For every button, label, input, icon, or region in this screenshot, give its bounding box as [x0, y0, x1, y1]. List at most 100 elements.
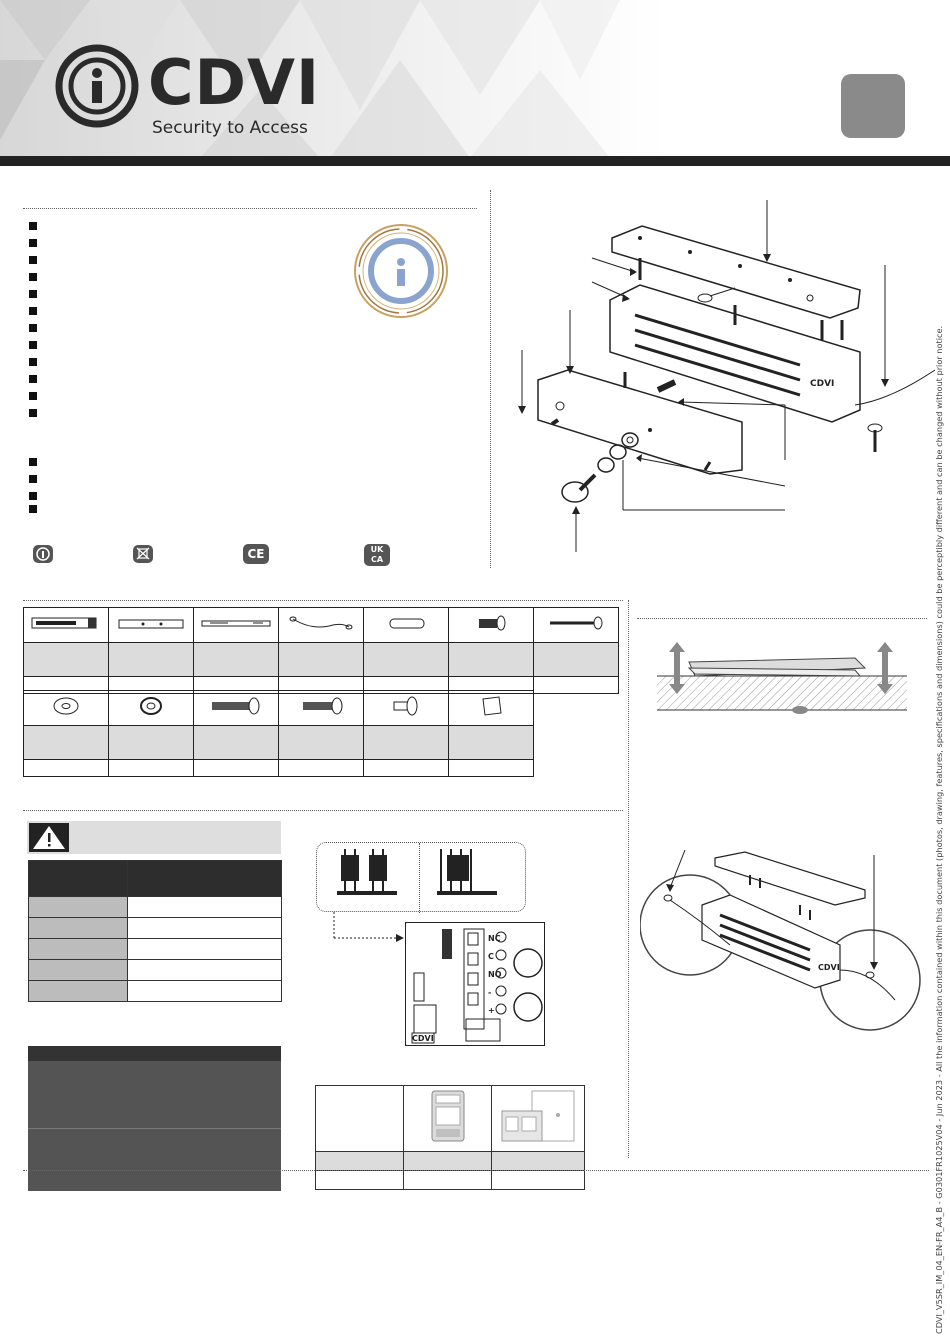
- part-qty-cell: [108, 759, 194, 777]
- psu-grey-cell: [403, 1151, 492, 1171]
- part-qty-cell: [448, 759, 534, 777]
- connector-arrow: [333, 912, 404, 942]
- flatness-diagram: [657, 642, 907, 714]
- part-cable-image: [278, 607, 364, 643]
- part-label-cell: [193, 725, 279, 760]
- part-label-cell: [193, 642, 279, 677]
- part-spacer-image: [108, 690, 194, 726]
- brand-name: CDVI: [148, 46, 321, 119]
- svg-text:CDVI: CDVI: [818, 963, 840, 972]
- part-qty-cell: [363, 759, 449, 777]
- bullet: [29, 475, 37, 483]
- section-divider: [23, 810, 623, 811]
- warning-icon-box: [29, 823, 69, 852]
- psu-box-image: [501, 1090, 575, 1141]
- quality-seal-icon: [354, 224, 448, 318]
- ce-mark-icon: CE: [243, 544, 269, 564]
- part-washer-image: [23, 690, 109, 726]
- spec-label-cell: [28, 938, 128, 960]
- jumper-12v-icon: [337, 849, 397, 895]
- part-label-cell: [363, 725, 449, 760]
- bullet: [29, 375, 37, 383]
- part-qty-cell: [278, 759, 364, 777]
- bullet: [29, 222, 37, 230]
- electronic-waste-icon: [133, 545, 153, 563]
- psu-label-cell: [315, 1085, 404, 1152]
- pcb-terminal-label: NO: [488, 970, 502, 979]
- psu-image-cell: [403, 1085, 492, 1152]
- part-qty-cell: [193, 759, 279, 777]
- psu-value-cell: [491, 1170, 585, 1190]
- spec-value-cell: [127, 938, 282, 960]
- part-pin-image: [363, 607, 449, 643]
- notice-box: [28, 1046, 281, 1191]
- psu-value-cell: [403, 1170, 492, 1190]
- brand-tagline: Security to Access: [152, 118, 308, 138]
- spec-header-right: [127, 860, 282, 897]
- part-template-image: [193, 607, 279, 643]
- svg-text:CDVI: CDVI: [810, 379, 834, 389]
- column-divider: [628, 600, 629, 1158]
- part-sheet-image: [448, 690, 534, 726]
- bullet: [29, 290, 37, 298]
- warning-header: [27, 821, 281, 854]
- part-bolt-short-image: [278, 690, 364, 726]
- exploded-view-diagram: CDVI: [518, 200, 936, 552]
- bullet: [29, 307, 37, 315]
- warning-icon: [33, 826, 65, 849]
- part-armature-image: [108, 607, 194, 643]
- ukca-mark-icon: UK CA: [364, 544, 390, 566]
- pcb-terminal-label: +: [488, 1006, 495, 1015]
- part-magnet-image: [23, 607, 109, 643]
- part-anchor-image: [448, 607, 534, 643]
- cdvi-small-logo-icon: [33, 545, 53, 563]
- part-screw-image: [533, 607, 619, 643]
- part-label-cell: [448, 642, 534, 677]
- spec-label-cell: [28, 896, 128, 918]
- power-supply-table: [315, 1085, 585, 1190]
- ukca-bottom: CA: [370, 555, 384, 564]
- psu-image-cell: [491, 1085, 585, 1152]
- pcb-terminal-label: NC: [488, 934, 501, 943]
- bullet: [29, 341, 37, 349]
- ukca-top: UK: [370, 545, 384, 554]
- spec-label-cell: [28, 959, 128, 981]
- part-qty-cell: [23, 759, 109, 777]
- section-divider: [637, 618, 927, 619]
- document-side-note: CDVI_V5SR_IM_04_EN-FR_A4_B - G0301FR1025…: [934, 325, 944, 1334]
- language-tab: [841, 74, 905, 138]
- spec-label-cell: [28, 917, 128, 939]
- bottom-divider: [23, 1170, 929, 1171]
- part-label-cell: [278, 642, 364, 677]
- part-label-cell: [108, 642, 194, 677]
- parts-table-2: [23, 690, 534, 777]
- part-label-cell: [278, 725, 364, 760]
- part-sex-bolt-image: [363, 690, 449, 726]
- header-background: [0, 0, 950, 158]
- pcb-terminal-label: -: [488, 988, 491, 997]
- bullet: [29, 256, 37, 264]
- bullet: [29, 409, 37, 417]
- part-label-cell: [363, 642, 449, 677]
- pcb-brand-label: CDVI: [412, 1034, 434, 1043]
- header-pattern: [0, 0, 620, 158]
- bullet: [29, 324, 37, 332]
- jumper-settings-box: [316, 842, 526, 913]
- header-bar: [0, 156, 950, 166]
- bullet: [29, 239, 37, 247]
- parts-table: [23, 607, 619, 694]
- notice-box-divider: [28, 1128, 281, 1129]
- bullet: [29, 392, 37, 400]
- part-label-cell: [108, 725, 194, 760]
- spec-value-cell: [127, 917, 282, 939]
- spec-value-cell: [127, 959, 282, 981]
- psu-grey-cell: [315, 1151, 404, 1171]
- bullet: [29, 505, 37, 513]
- notice-box-header: [28, 1046, 281, 1061]
- part-label-cell: [448, 725, 534, 760]
- bullet: [29, 458, 37, 466]
- bullet: [29, 358, 37, 366]
- spec-value-cell: [127, 896, 282, 918]
